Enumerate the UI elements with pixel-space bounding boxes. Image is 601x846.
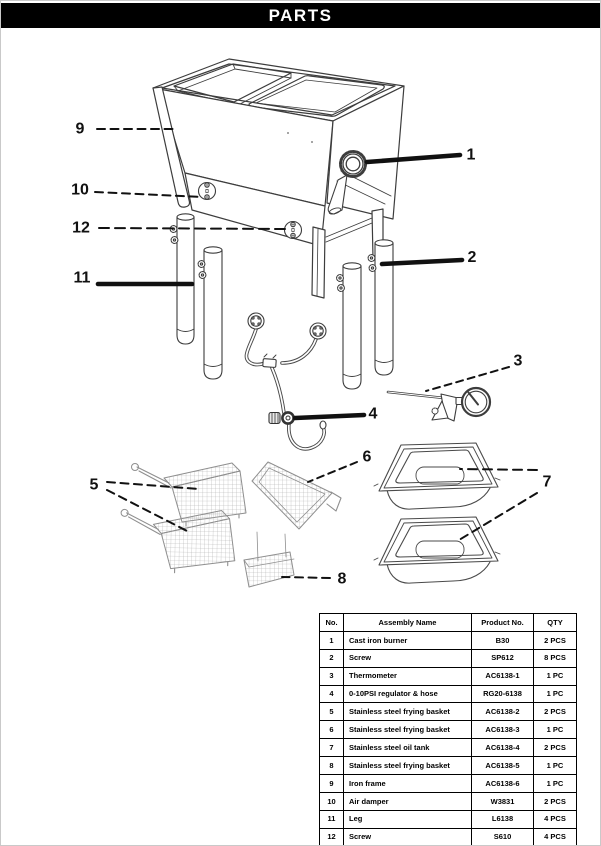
callout-label-10: 10 (71, 182, 89, 199)
cast-iron-burner-illustration (327, 150, 367, 215)
leader-7b (458, 492, 538, 541)
leader-6 (307, 461, 358, 483)
leader-3 (425, 366, 510, 392)
leader-8 (281, 576, 331, 579)
parts-header-bar: PARTS (1, 3, 600, 28)
callout-labels: 1 2 3 4 5 6 7 8 9 10 11 12 (71, 121, 551, 588)
small-basket-illustration (243, 531, 295, 588)
col-header-qty: QTY (533, 613, 577, 632)
air-damper-icon (197, 181, 217, 201)
page-title: PARTS (268, 5, 333, 25)
callout-label-2: 2 (468, 249, 477, 266)
leader-5a (106, 481, 200, 490)
iron-frame-illustration (152, 58, 405, 299)
callout-label-12: 12 (72, 220, 90, 237)
screw-disc-icon (283, 220, 303, 240)
frying-basket-2-illustration (120, 508, 236, 574)
leader-7a (459, 468, 538, 471)
leg-illustration-a (169, 213, 195, 345)
callout-label-3: 3 (514, 353, 523, 370)
callout-label-7: 7 (543, 474, 552, 491)
col-header-no: No. (319, 613, 344, 632)
leg-illustration-b (197, 246, 223, 380)
callout-label-9: 9 (76, 121, 85, 138)
callout-label-11: 11 (74, 270, 91, 287)
leader-12 (98, 227, 287, 230)
col-header-product: Product No. (471, 613, 534, 632)
callout-leaders (94, 128, 538, 579)
leader-4 (292, 412, 367, 421)
leader-1 (364, 152, 463, 165)
oil-tank-1-illustration (373, 442, 501, 510)
callout-label-8: 8 (338, 571, 347, 588)
table-header-row: No. Assembly Name Product No. QTY (319, 613, 577, 632)
leg-illustration-c (336, 262, 362, 390)
regulator-hose-illustration (244, 312, 327, 451)
frying-basket-1-illustration (131, 462, 247, 527)
callout-label-6: 6 (363, 449, 372, 466)
callout-label-4: 4 (369, 406, 378, 423)
leader-2 (379, 257, 465, 267)
callout-label-5: 5 (90, 477, 99, 494)
callout-label-1: 1 (467, 147, 476, 164)
thermometer-illustration (386, 386, 492, 422)
leg-illustration-d (367, 239, 394, 376)
flat-basket-illustration (251, 461, 342, 530)
leader-10 (94, 191, 203, 198)
leader-5b (106, 489, 190, 533)
col-header-name: Assembly Name (343, 613, 472, 632)
oil-tank-2-illustration (373, 516, 501, 584)
